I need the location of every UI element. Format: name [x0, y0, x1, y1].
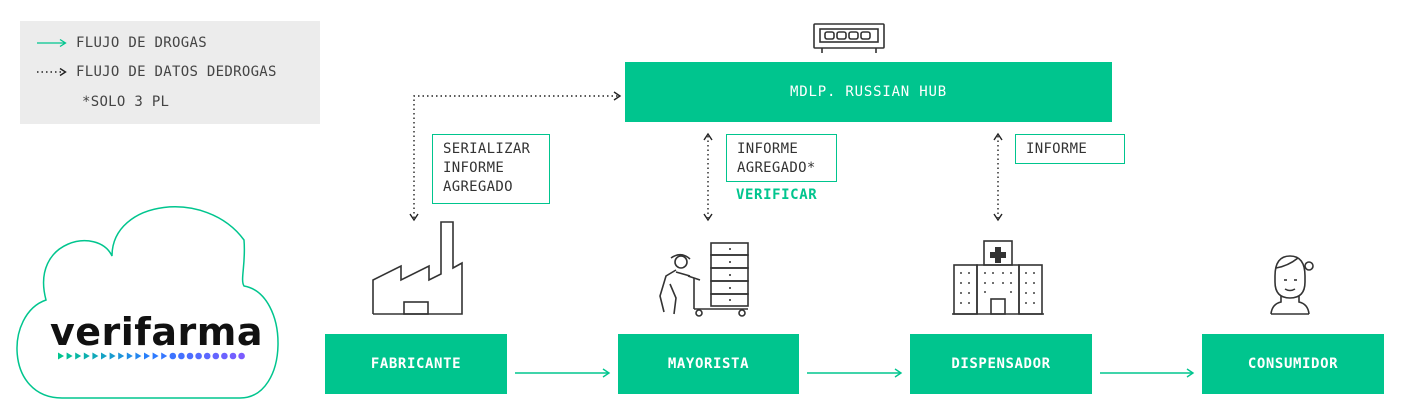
- russian-hub-box: MDLP. RUSSIAN HUB: [625, 62, 1112, 122]
- logo-dot: [186, 352, 194, 360]
- serializar-line-1: SERIALIZAR: [443, 141, 531, 157]
- drug-flow-arrows: [515, 368, 1195, 378]
- serializar-line-3: AGREGADO: [443, 179, 513, 195]
- logo-dot: [101, 352, 107, 360]
- legend-note: *SOLO 3 PL: [82, 94, 170, 110]
- logo-dot: [58, 352, 64, 360]
- mayorista-box: MAYORISTA: [618, 334, 799, 394]
- logo-dot: [238, 352, 245, 360]
- logo-dot: [195, 352, 202, 360]
- serializar-line-2: INFORME: [443, 160, 505, 176]
- logo-dot: [229, 352, 237, 360]
- logo-dot: [126, 352, 133, 360]
- informe-line: INFORME: [1026, 141, 1088, 157]
- logo-dot: [109, 352, 116, 360]
- logo-dot: [161, 352, 168, 360]
- logo-dot: [83, 352, 90, 360]
- logo-dot: [118, 352, 125, 360]
- logo-dot: [92, 352, 99, 360]
- informe-agregado-info-box: INFORME AGREGADO*: [726, 134, 837, 182]
- logo-dot: [203, 352, 211, 360]
- informe-agregado-line-2: AGREGADO*: [737, 160, 816, 176]
- data-flow-fabricante-hub: [409, 91, 622, 222]
- informe-info-box: INFORME: [1015, 134, 1125, 164]
- logo-dot-row: [58, 352, 245, 360]
- logo-dot: [152, 352, 159, 360]
- legend-drug-flow-label: FLUJO DE DROGAS: [76, 35, 207, 51]
- legend-data-flow: FLUJO DE DATOS DEDROGAS: [36, 64, 277, 80]
- consumer-icon: [1270, 255, 1314, 315]
- verifarma-logo: verifarma: [50, 310, 263, 354]
- verificar-label: VERIFICAR: [736, 187, 818, 203]
- logo-dot: [144, 352, 150, 360]
- fabricante-box: FABRICANTE: [325, 334, 507, 394]
- consumidor-box: CONSUMIDOR: [1202, 334, 1384, 394]
- factory-icon: [372, 221, 463, 315]
- solid-arrow-icon: [37, 38, 67, 48]
- legend: FLUJO DE DROGAS FLUJO DE DATOS DEDROGAS …: [20, 21, 320, 124]
- logo-dot: [178, 352, 185, 360]
- serializar-info-box: SERIALIZAR INFORME AGREGADO: [432, 134, 550, 204]
- legend-data-flow-label: FLUJO DE DATOS DEDROGAS: [76, 64, 277, 80]
- logo-dot: [169, 352, 177, 360]
- dispensador-box: DISPENSADOR: [910, 334, 1092, 394]
- logo-dot: [66, 352, 73, 360]
- logo-dot: [135, 352, 142, 360]
- informe-agregado-line-1: INFORME: [737, 141, 799, 157]
- data-flow-dispensador-hub: [993, 132, 1003, 222]
- logo-dot: [212, 352, 220, 360]
- warehouse-worker-icon: [659, 242, 749, 317]
- legend-drug-flow: FLUJO DE DROGAS: [36, 35, 207, 51]
- cloud-shape: [16, 206, 279, 399]
- dotted-arrow-icon: [37, 67, 67, 77]
- data-flow-mayorista-hub: [703, 132, 713, 222]
- hospital-icon: [952, 240, 1044, 315]
- logo-dot: [221, 352, 228, 360]
- logo-dot: [75, 352, 82, 360]
- router-icon: [813, 23, 885, 53]
